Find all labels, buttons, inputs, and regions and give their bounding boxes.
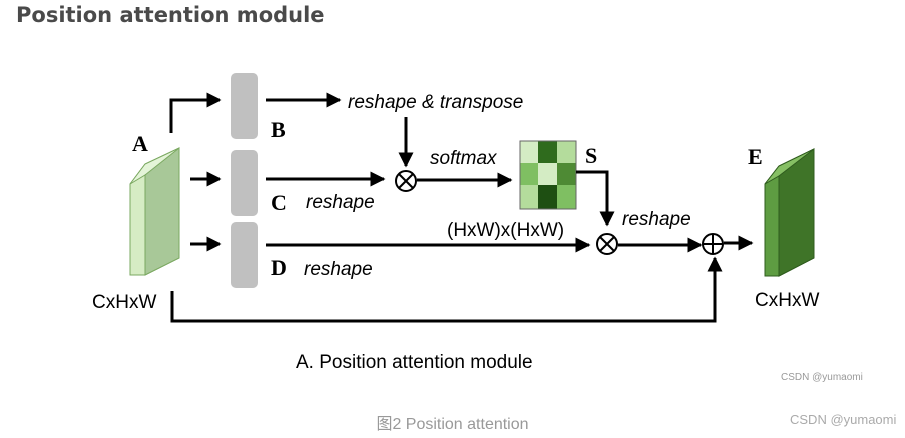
matmul-operator-1 [395, 170, 417, 192]
output-shape-label: CxHxW [755, 290, 819, 311]
attention-matrix-S [519, 140, 577, 210]
label-A: A [132, 131, 148, 156]
softmax-label: softmax [430, 148, 498, 169]
label-D: D [271, 255, 287, 280]
label-C: C [271, 190, 287, 215]
conv-block-C [231, 150, 258, 216]
residual-arrow [170, 256, 723, 323]
arrow-S-multiply [576, 170, 615, 227]
output-feature-E [764, 147, 815, 277]
diagram-subcaption: A. Position attention module [296, 352, 533, 373]
conv-block-D [231, 222, 258, 288]
page-title: Position attention module [16, 3, 325, 27]
input-feature-A [129, 146, 180, 276]
reshape-d-label: reshape [304, 259, 373, 280]
add-operator [702, 233, 724, 255]
label-B: B [271, 117, 286, 142]
reshape-transpose-label: reshape & transpose [348, 92, 523, 113]
conv-block-B [231, 73, 258, 139]
input-branch-arrows [169, 92, 222, 252]
label-E: E [748, 144, 763, 169]
input-shape-label: CxHxW [92, 292, 156, 313]
diagram-watermark: CSDN @yumaomi [781, 372, 863, 383]
footer-watermark: CSDN @yumaomi [790, 412, 897, 427]
reshape-c-label: reshape [306, 192, 375, 213]
figure-caption: 图2 Position attention [376, 416, 529, 433]
label-S: S [585, 143, 597, 168]
matmul-operator-2 [596, 233, 618, 255]
hw-shape-label: (HxW)x(HxW) [447, 220, 564, 241]
reshape-s-label: reshape [622, 209, 691, 230]
